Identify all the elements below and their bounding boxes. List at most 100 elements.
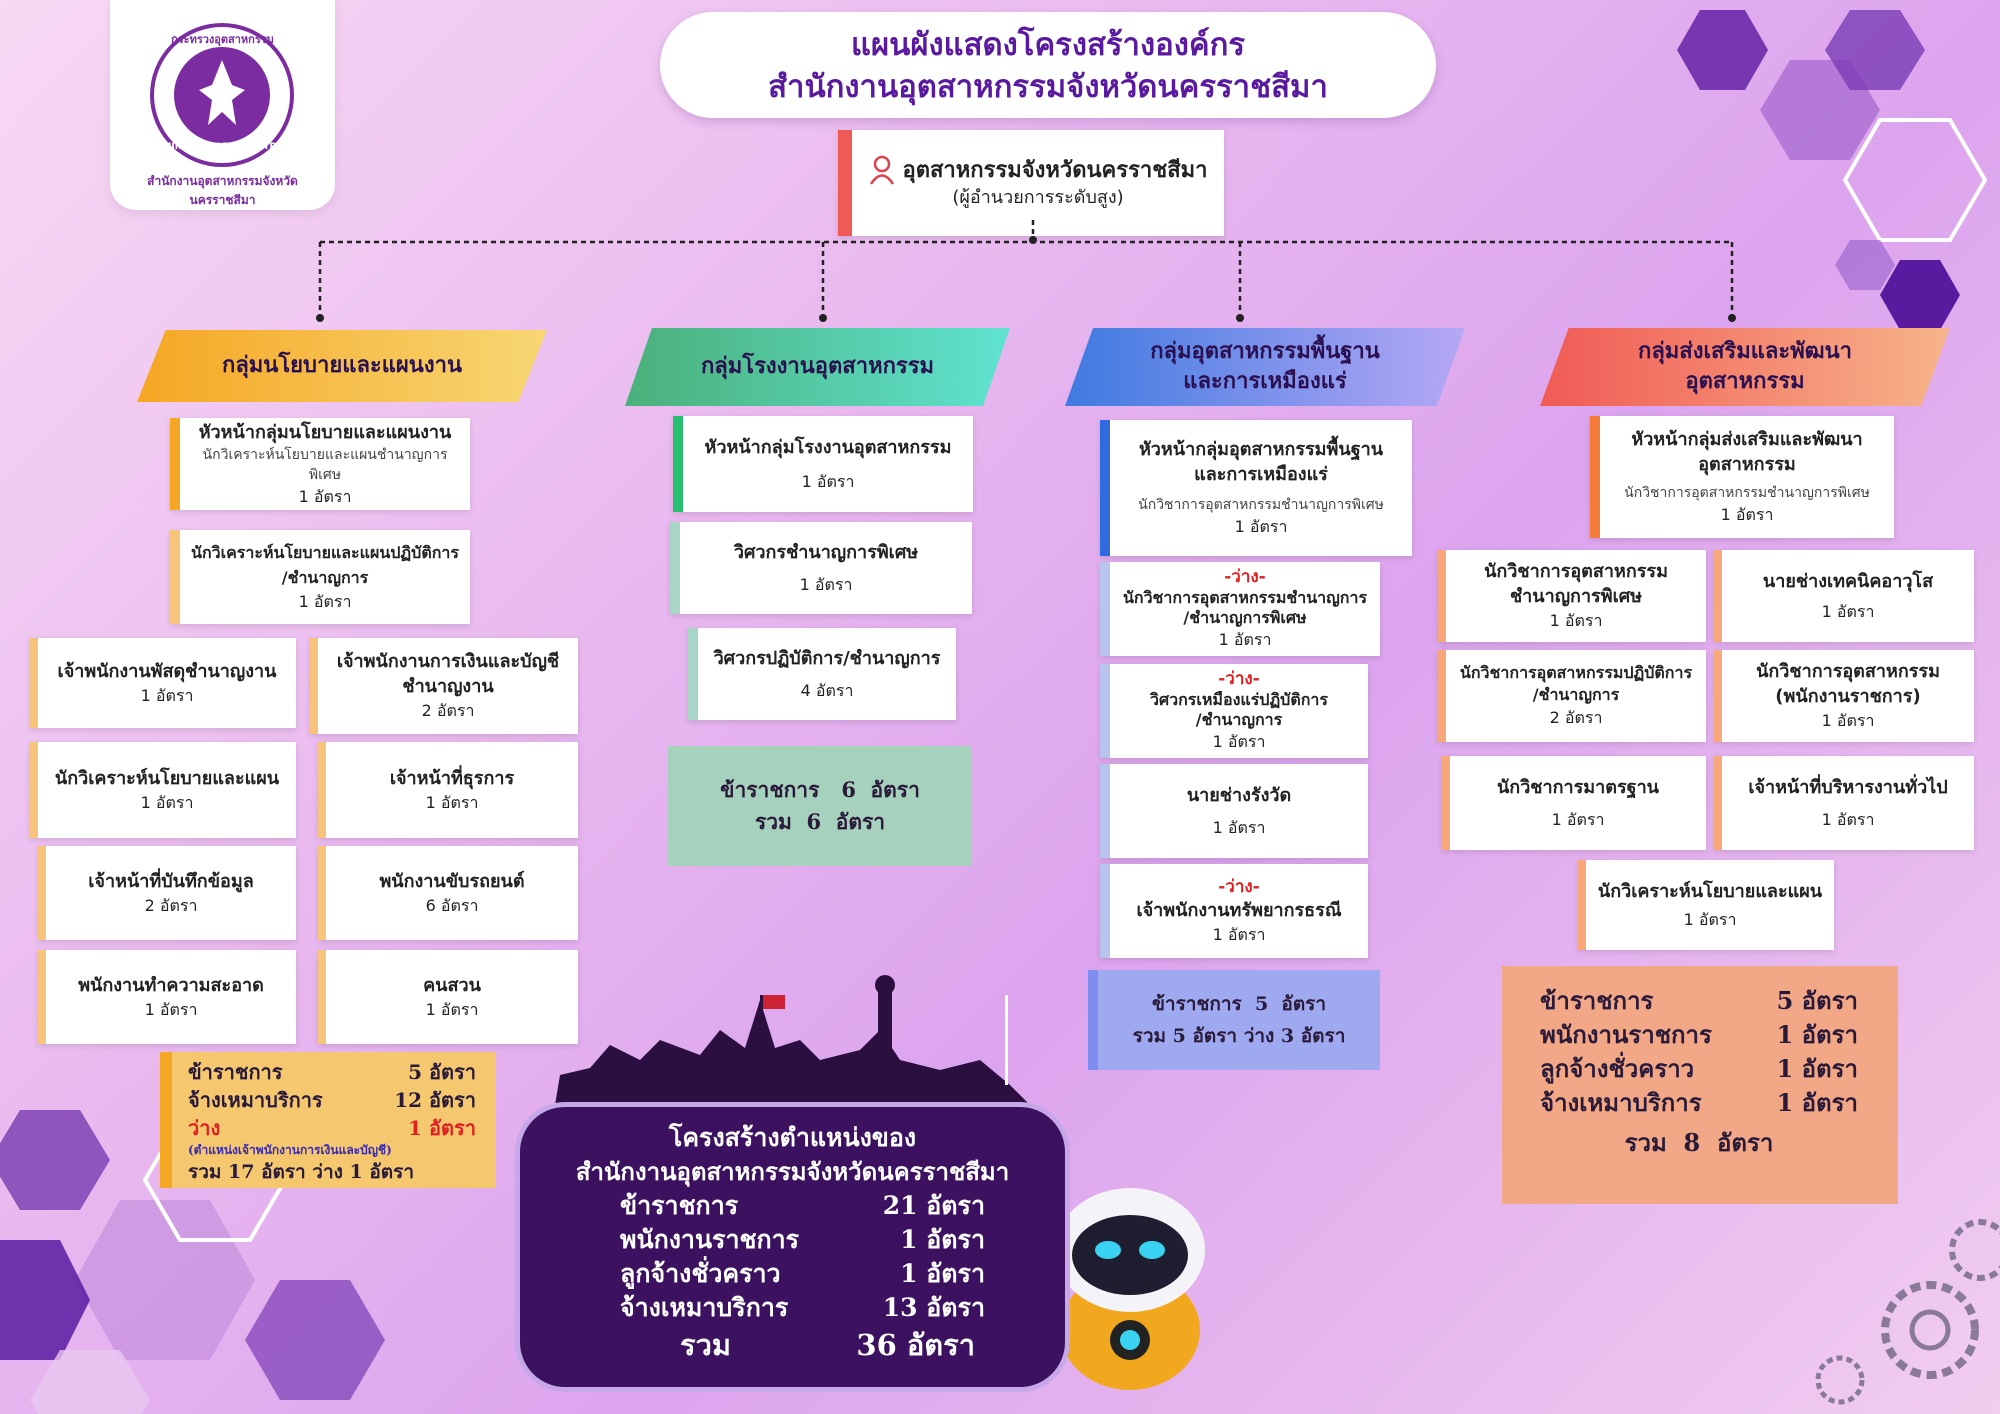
logo-top-text: กระทรวงอุตสาหกรรม xyxy=(171,33,274,46)
title-line-1: แผนผังแสดงโครงสร้างองค์กร xyxy=(850,27,1245,62)
col4-technician-card: นายช่างเทคนิคอาวุโส 1 อัตรา xyxy=(1714,550,1974,642)
col1-sum-label-3: ว่าง xyxy=(188,1116,221,1140)
col3-vacant-1-count: 1 อัตรา xyxy=(1218,630,1272,649)
group-header-promotion-label-1: กลุ่มส่งเสริมและพัฒนา xyxy=(1638,339,1852,364)
col1-driver-count: 6 อัตรา xyxy=(425,895,479,915)
col1-supply-title: เจ้าพนักงานพัสดุชำนาญงาน xyxy=(57,660,277,682)
col1-sum-label-1: ข้าราชการ xyxy=(188,1060,283,1084)
col2-head-title: หัวหน้ากลุ่มโรงงานอุตสาหกรรม xyxy=(704,436,952,458)
group-header-factory: กลุ่มโรงงานอุตสาหกรรม xyxy=(625,328,1010,406)
col1-finance-card: เจ้าพนักงานการเงินและบัญชี ชำนาญงาน 2 อั… xyxy=(310,638,578,734)
col4-sum-label-2: พนักงานราชการ xyxy=(1540,1020,1712,1049)
col4-technician-title: นายช่างเทคนิคอาวุโส xyxy=(1762,570,1934,592)
col2-summary: ข้าราชการ 6 อัตรา รวม 6 อัตรา xyxy=(668,746,972,866)
col4-gov-employee-count: 1 อัตรา xyxy=(1821,711,1875,730)
col2-engineer-expert-count: 1 อัตรา xyxy=(799,574,853,594)
col1-cleaner-count: 1 อัตรา xyxy=(144,999,198,1019)
col4-expert-count: 1 อัตรา xyxy=(1549,611,1603,630)
total-label-4: จ้างเหมาบริการ xyxy=(620,1293,789,1322)
col1-policy-analyst-title: นักวิเคราะห์นโยบายและแผน xyxy=(54,767,280,789)
col4-head-title-2: อุตสาหกรรม xyxy=(1698,454,1796,475)
col2-engineer-title: วิศวกรปฏิบัติการ/ชำนาญการ xyxy=(713,647,941,669)
col1-policy-analyst-count: 1 อัตรา xyxy=(140,792,194,812)
col4-general-admin-card: เจ้าหน้าที่บริหารงานทั่วไป 1 อัตรา xyxy=(1714,756,1974,850)
logo-bottom-text: MINISTRY OF INDUSTRY xyxy=(162,142,283,152)
col1-head-count: 1 อัตรา xyxy=(298,486,352,506)
col3-vacant-3-title: เจ้าพนักงานทรัพยากรธรณี xyxy=(1136,899,1342,921)
total-value-5: 36 อัตรา xyxy=(856,1328,975,1362)
col4-sum-label-1: ข้าราชการ xyxy=(1540,986,1654,1015)
col4-head-count: 1 อัตรา xyxy=(1720,505,1774,524)
col2-engineer-expert-card: วิศวกรชำนาญการพิเศษ 1 อัตรา xyxy=(670,522,972,614)
col1-analyst-card: นักวิเคราะห์นโยบายและแผนปฏิบัติการ /ชำนา… xyxy=(170,530,470,624)
col1-analyst-title-2: /ชำนาญการ xyxy=(281,568,369,587)
col3-head-title-2: และการเหมืองแร่ xyxy=(1194,464,1328,485)
director-role: (ผู้อำนวยการระดับสูง) xyxy=(952,187,1124,208)
col3-vacant-1-title-1: นักวิชาการอุตสาหกรรมชำนาญการ xyxy=(1122,588,1368,607)
col4-sum-label-3: ลูกจ้างชั่วคราว xyxy=(1540,1054,1695,1083)
col1-sum-note: (ตำแหน่งเจ้าพนักงานการเงินและบัญชี) xyxy=(188,1143,392,1157)
col2-head-count: 1 อัตรา xyxy=(801,471,855,491)
col4-policy-analyst-count: 1 อัตรา xyxy=(1683,909,1737,929)
col3-vacant-2-title-1: วิศวกรเหมืองแร่ปฏิบัติการ xyxy=(1149,690,1328,709)
col4-technician-count: 1 อัตรา xyxy=(1821,601,1875,621)
col4-gov-employee-title-2: (พนักงานราชการ) xyxy=(1775,686,1921,707)
col1-gardener-card: คนสวน 1 อัตรา xyxy=(318,950,578,1044)
col1-cleaner-title: พนักงานทำความสะอาด xyxy=(78,974,264,996)
col3-head-card: หัวหน้ากลุ่มอุตสาหกรรมพื้นฐาน และการเหมื… xyxy=(1100,420,1412,556)
director-box: อุตสาหกรรมจังหวัดนครราชสีมา (ผู้อำนวยการ… xyxy=(838,130,1224,236)
person-icon xyxy=(869,155,894,185)
logo-curve-text: สำนักงานอุตสาหกรรมจังหวัดนครราชสีมา xyxy=(147,174,298,207)
total-value-1: 21 อัตรา xyxy=(882,1191,985,1220)
col4-head-title-1: หัวหน้ากลุ่มส่งเสริมและพัฒนา xyxy=(1631,429,1863,450)
total-label-3: ลูกจ้างชั่วคราว xyxy=(620,1259,781,1288)
col2-engineer-card: วิศวกรปฏิบัติการ/ชำนาญการ 4 อัตรา xyxy=(688,628,956,720)
col1-supply-count: 1 อัตรา xyxy=(140,685,194,705)
col1-finance-title-2: ชำนาญงาน xyxy=(402,676,494,697)
col3-vacant-2-count: 1 อัตรา xyxy=(1212,732,1266,751)
col4-practitioner-count: 2 อัตรา xyxy=(1549,708,1603,727)
col3-vacant-analyst-card: -ว่าง- นักวิชาการอุตสาหกรรมชำนาญการ /ชำน… xyxy=(1100,562,1380,656)
col1-finance-count: 2 อัตรา xyxy=(421,701,475,720)
col4-standards-card: นักวิชาการมาตรฐาน 1 อัตรา xyxy=(1442,756,1706,850)
col3-surveyor-count: 1 อัตรา xyxy=(1212,817,1266,837)
col1-sum-value-3: 1 อัตรา xyxy=(408,1116,476,1140)
total-value-2: 1 อัตรา xyxy=(900,1225,985,1254)
col1-supply-card: เจ้าพนักงานพัสดุชำนาญงาน 1 อัตรา xyxy=(30,638,296,728)
title-line-2: สำนักงานอุตสาหกรรมจังหวัดนครราชสีมา xyxy=(768,69,1328,104)
col1-analyst-title-1: นักวิเคราะห์นโยบายและแผนปฏิบัติการ xyxy=(191,543,459,562)
silhouette-skyline xyxy=(555,975,1030,1105)
col4-standards-count: 1 อัตรา xyxy=(1551,809,1605,829)
col2-engineer-count: 4 อัตรา xyxy=(800,680,854,700)
col2-sum-row-1: ข้าราชการ 6 อัตรา xyxy=(720,777,920,802)
col4-sum-total: รวม 8 อัตรา xyxy=(1624,1128,1774,1157)
hexagon-cluster-bottom-left xyxy=(0,1110,385,1414)
group-header-policy-label: กลุ่มนโยบายและแผนงาน xyxy=(222,353,462,378)
col4-practitioner-card: นักวิชาการอุตสาหกรรมปฏิบัติการ /ชำนาญการ… xyxy=(1438,650,1706,742)
col1-analyst-count: 1 อัตรา xyxy=(298,592,352,611)
col1-data-entry-card: เจ้าหน้าที่บันทึกข้อมูล 2 อัตรา xyxy=(38,846,296,940)
col4-sum-label-4: จ้างเหมาบริการ xyxy=(1540,1088,1702,1117)
col4-general-admin-count: 1 อัตรา xyxy=(1821,809,1875,829)
col3-sum-row-1: ข้าราชการ 5 อัตรา xyxy=(1151,993,1327,1015)
col3-surveyor-card: นายช่างรังวัด 1 อัตรา xyxy=(1100,764,1368,858)
col4-expert-card: นักวิชาการอุตสาหกรรม ชำนาญการพิเศษ 1 อัต… xyxy=(1438,550,1706,642)
col1-finance-title-1: เจ้าพนักงานการเงินและบัญชี xyxy=(336,651,560,672)
col4-practitioner-title-1: นักวิชาการอุตสาหกรรมปฏิบัติการ xyxy=(1459,663,1693,682)
col1-sum-value-1: 5 อัตรา xyxy=(408,1060,476,1084)
col1-sum-value-2: 12 อัตรา xyxy=(394,1088,476,1112)
col3-surveyor-title: นายช่างรังวัด xyxy=(1186,784,1292,806)
col4-policy-analyst-card: นักวิเคราะห์นโยบายและแผน 1 อัตรา xyxy=(1578,860,1834,950)
col3-vacant-geology-card: -ว่าง- เจ้าพนักงานทรัพยากรธรณี 1 อัตรา xyxy=(1100,864,1368,958)
col3-vacant-1-title-2: /ชำนาญการพิเศษ xyxy=(1183,608,1307,627)
group-header-policy: กลุ่มนโยบายและแผนงาน xyxy=(137,330,547,402)
total-label-5: รวม xyxy=(680,1328,731,1362)
col4-sum-value-1: 5 อัตรา xyxy=(1776,986,1858,1015)
col1-head-card: หัวหน้ากลุ่มนโยบายและแผนงาน นักวิเคราะห์… xyxy=(170,418,470,510)
col3-vacant-1-tag: -ว่าง- xyxy=(1224,567,1266,587)
col4-gov-employee-card: นักวิชาการอุตสาหกรรม (พนักงานราชการ) 1 อ… xyxy=(1714,650,1974,742)
col4-sum-value-2: 1 อัตรา xyxy=(1776,1020,1858,1049)
total-label-1: ข้าราชการ xyxy=(620,1191,739,1220)
col1-admin-card: เจ้าหน้าที่ธุรการ 1 อัตรา xyxy=(318,742,578,838)
